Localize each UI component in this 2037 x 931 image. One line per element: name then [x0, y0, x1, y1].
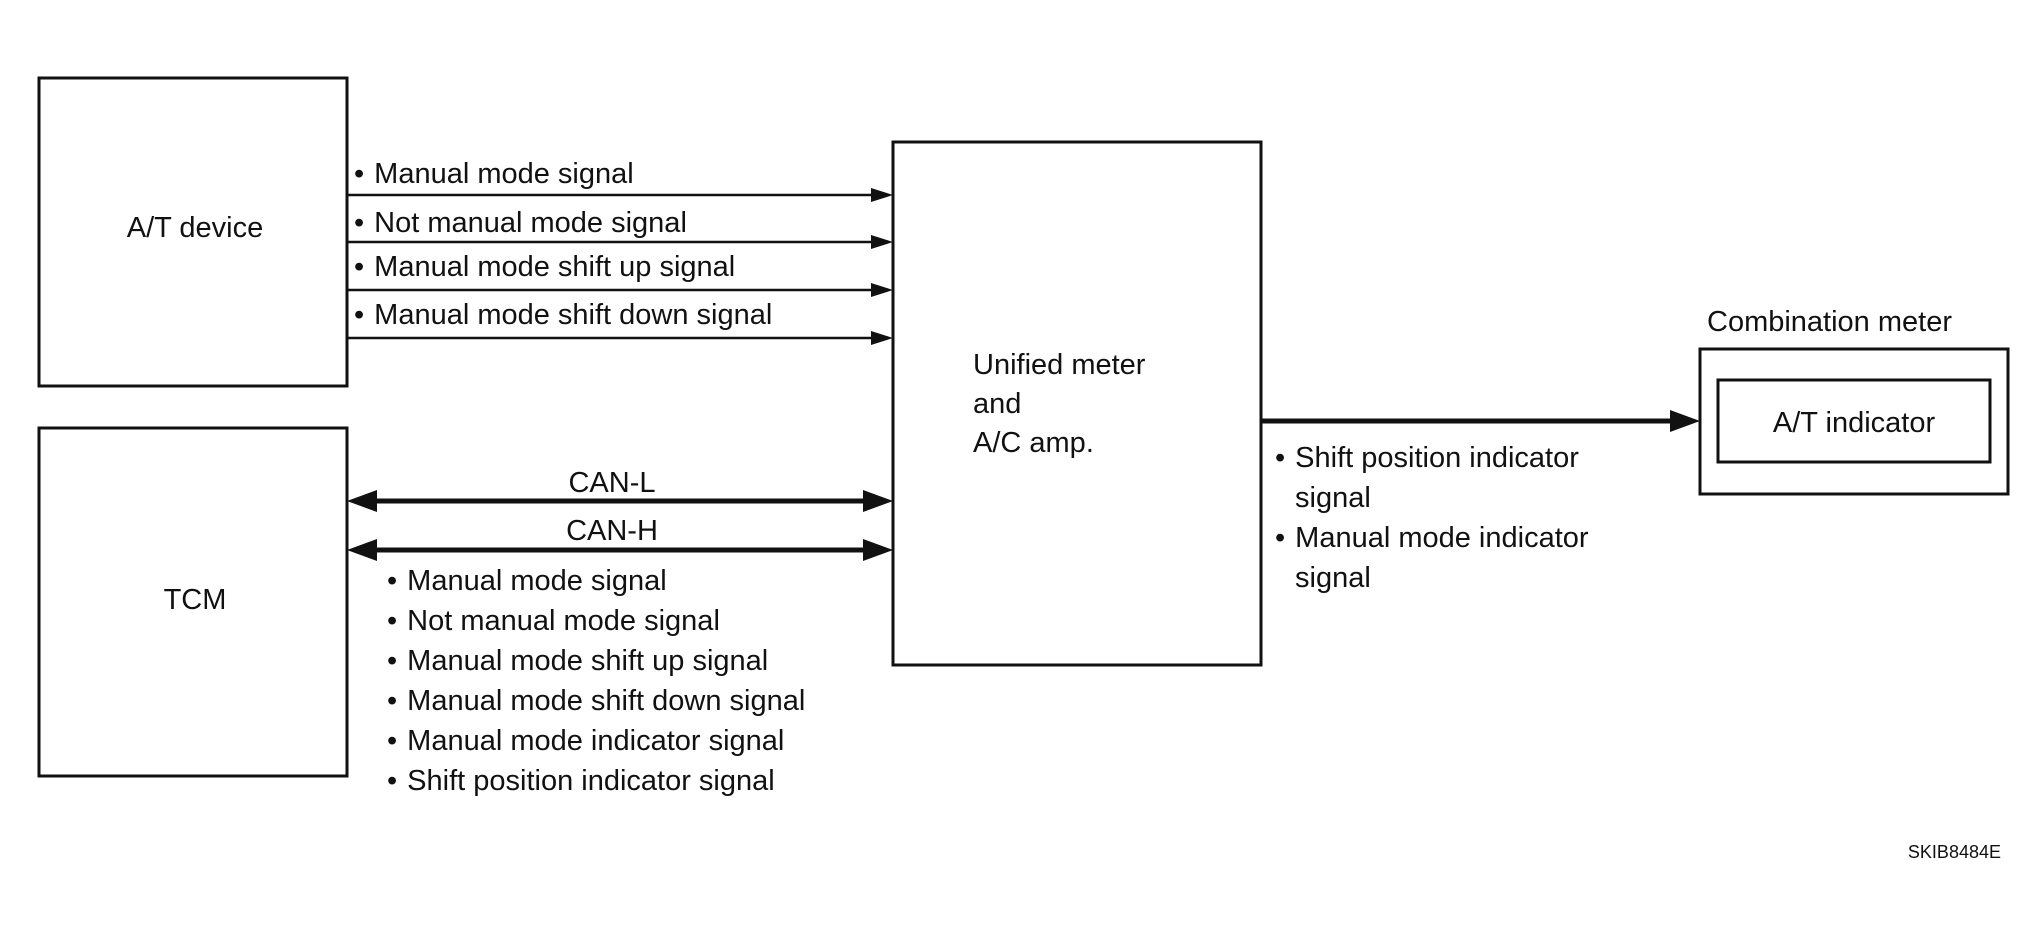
unified-meter-label-line-1: Unified meter [973, 349, 1146, 381]
figure-code: SKIB8484E [1908, 842, 2001, 862]
bullet: • [387, 645, 397, 677]
at-device-signal-list: •Manual mode signal •Not manual mode sig… [354, 158, 772, 331]
bullet: • [387, 605, 397, 637]
at-device-signal-arrows [347, 188, 893, 345]
bullet: • [354, 207, 364, 239]
arrow-head-left [347, 539, 377, 561]
arrow-head-right [863, 539, 893, 561]
meter-output-signal-list: •Shift position indicator signal •Manual… [1275, 442, 1589, 594]
meter-output-arrow [1261, 410, 1700, 432]
meter-output-signal-item: •Manual mode indicator [1275, 522, 1589, 554]
can-bus: CAN-L CAN-H [347, 467, 893, 561]
tcm-signal-item: •Manual mode indicator signal [387, 725, 784, 757]
bullet: • [1275, 442, 1285, 474]
bullet: • [354, 251, 364, 283]
tcm-signal-item: •Manual mode shift down signal [387, 685, 805, 717]
at-indicator-box [1716, 378, 1992, 464]
arrow-head-right [871, 188, 893, 202]
bullet: • [387, 765, 397, 797]
bullet: • [354, 158, 364, 190]
arrow-head-right [863, 490, 893, 512]
at-device-label: A/T device [127, 212, 263, 244]
tcm-signal-list: •Manual mode signal •Not manual mode sig… [387, 565, 805, 797]
tcm-label: TCM [164, 584, 227, 616]
tcm-signal-item: •Not manual mode signal [387, 605, 720, 637]
at-device-signal-item: •Manual mode shift down signal [354, 299, 772, 331]
bullet: • [387, 725, 397, 757]
bullet: • [387, 565, 397, 597]
unified-meter-label-line-3: A/C amp. [973, 427, 1094, 459]
at-device-signal-item: •Not manual mode signal [354, 207, 687, 239]
meter-output-signal-item-cont: signal [1295, 562, 1371, 594]
tcm-signal-item: •Shift position indicator signal [387, 765, 775, 797]
tcm-signal-item: •Manual mode shift up signal [387, 645, 768, 677]
arrow-head-right [1670, 410, 1700, 432]
arrow-head-right [871, 331, 893, 345]
at-device-signal-item: •Manual mode shift up signal [354, 251, 735, 283]
bullet: • [387, 685, 397, 717]
unified-meter-label-line-2: and [973, 388, 1021, 420]
combination-meter-block: Combination meter A/T indicator [1698, 306, 2010, 496]
at-device-signal-item: •Manual mode signal [354, 158, 634, 190]
bullet: • [1275, 522, 1285, 554]
meter-output-signal-item-cont: signal [1295, 482, 1371, 514]
tcm-signal-item: •Manual mode signal [387, 565, 667, 597]
at-indicator-label: A/T indicator [1773, 407, 1936, 439]
combination-meter-label: Combination meter [1707, 306, 1952, 338]
can-l-label: CAN-L [568, 467, 655, 499]
unified-meter-block: Unified meter and A/C amp. [891, 140, 1263, 667]
meter-output-signal-item: •Shift position indicator [1275, 442, 1579, 474]
bullet: • [354, 299, 364, 331]
tcm-block: TCM [37, 426, 349, 778]
at-device-block: A/T device [37, 76, 349, 388]
arrow-head-left [347, 490, 377, 512]
arrow-head-right [871, 235, 893, 249]
arrow-head-right [871, 283, 893, 297]
can-h-label: CAN-H [566, 515, 658, 547]
